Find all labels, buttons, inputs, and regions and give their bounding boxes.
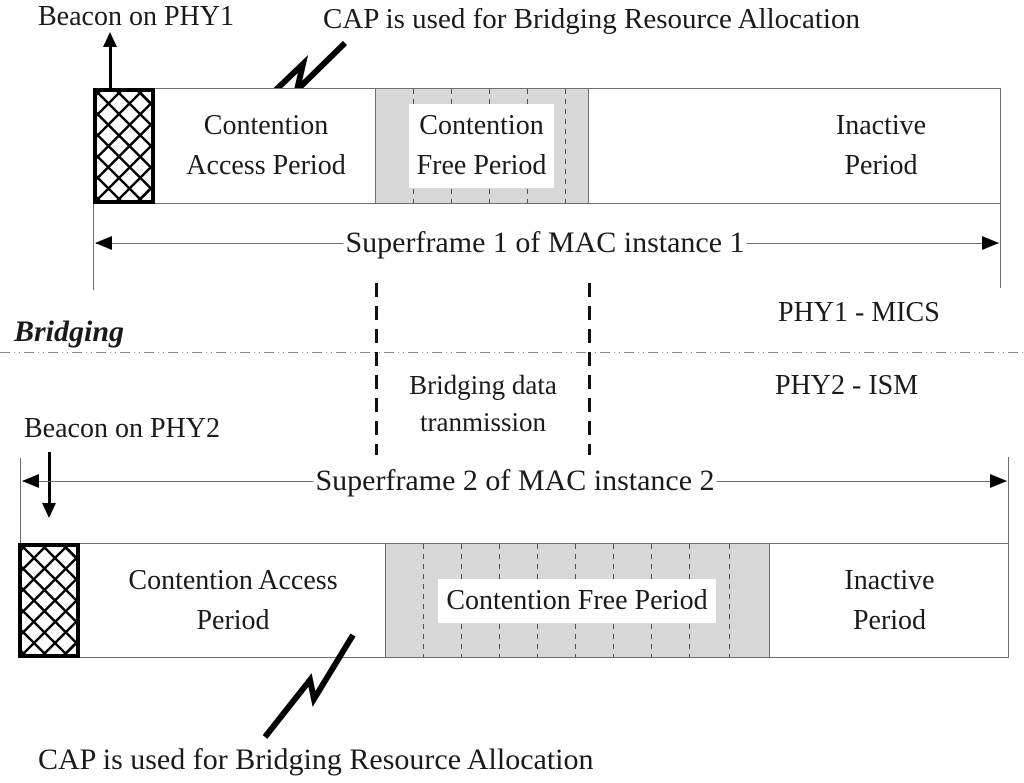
beacon2-slot xyxy=(18,543,80,658)
beacon-phy2-caption: Beacon on PHY2 xyxy=(24,413,220,444)
superframe1-inactive-label: Inactive Period xyxy=(835,110,927,181)
beacon2-arrow-shaft xyxy=(48,452,51,505)
beacon1-arrow-up-icon xyxy=(103,32,117,47)
lightning-bolt-bottom-icon xyxy=(262,633,356,739)
superframe2-bar: Contention Access Period Contention Free… xyxy=(18,543,1009,658)
superframe2-cfp-label: Contention Free Period xyxy=(385,544,769,657)
segment-divider xyxy=(769,544,770,657)
superframe2-left-extent xyxy=(20,458,21,543)
bridging-guide-right xyxy=(588,283,591,455)
superframe1-arrow-left-icon xyxy=(95,236,112,250)
superframe2-arrow-right-icon xyxy=(990,474,1007,488)
beacon1-slot xyxy=(93,88,155,204)
superframe2-inactive-label: Inactive Period xyxy=(844,564,935,636)
superframe1-cfp-label: Contention Free Period xyxy=(375,89,588,203)
superframe1-left-extent xyxy=(93,204,94,290)
phy2-label: PHY2 - ISM xyxy=(775,370,919,401)
cap-note-bottom: CAP is used for Bridging Resource Alloca… xyxy=(38,743,594,776)
superframe2-arrow-left-icon xyxy=(22,474,39,488)
segment-divider xyxy=(375,89,376,203)
cfp1-slot-line xyxy=(565,89,566,203)
beacon1-arrow-shaft xyxy=(109,45,112,88)
bridging-guide-left xyxy=(375,283,378,455)
cfp2-slot-line xyxy=(423,544,424,657)
beacon-phy1-caption: Beacon on PHY1 xyxy=(38,1,234,32)
segment-divider xyxy=(588,89,589,203)
phy1-label: PHY1 - MICS xyxy=(778,297,940,328)
superframe1-bar: Contention Access Period Contention Free… xyxy=(93,88,1001,204)
superframe1-dim-label: Superframe 1 of MAC instance 1 xyxy=(343,226,747,260)
superframe1-cap-label: Contention Access Period xyxy=(186,110,346,181)
superframe1-right-extent xyxy=(1000,204,1001,288)
superframe2-dim-label: Superframe 2 of MAC instance 2 xyxy=(313,464,717,498)
lightning-bolt-top-icon xyxy=(254,40,348,111)
superframe1-arrow-right-icon xyxy=(982,236,999,250)
cap-note-top: CAP is used for Bridging Resource Alloca… xyxy=(323,3,860,35)
bridging-data-label: Bridging data tranmission xyxy=(409,370,557,437)
beacon2-arrow-down-icon xyxy=(42,503,56,518)
phy-separator-line xyxy=(0,352,1024,353)
bridging-title: Bridging xyxy=(14,315,125,348)
segment-divider xyxy=(385,544,386,657)
superframe2-right-extent xyxy=(1008,457,1009,543)
superframe2-cap-label: Contention Access Period xyxy=(128,564,338,636)
cfp2-slot-line xyxy=(729,544,730,657)
